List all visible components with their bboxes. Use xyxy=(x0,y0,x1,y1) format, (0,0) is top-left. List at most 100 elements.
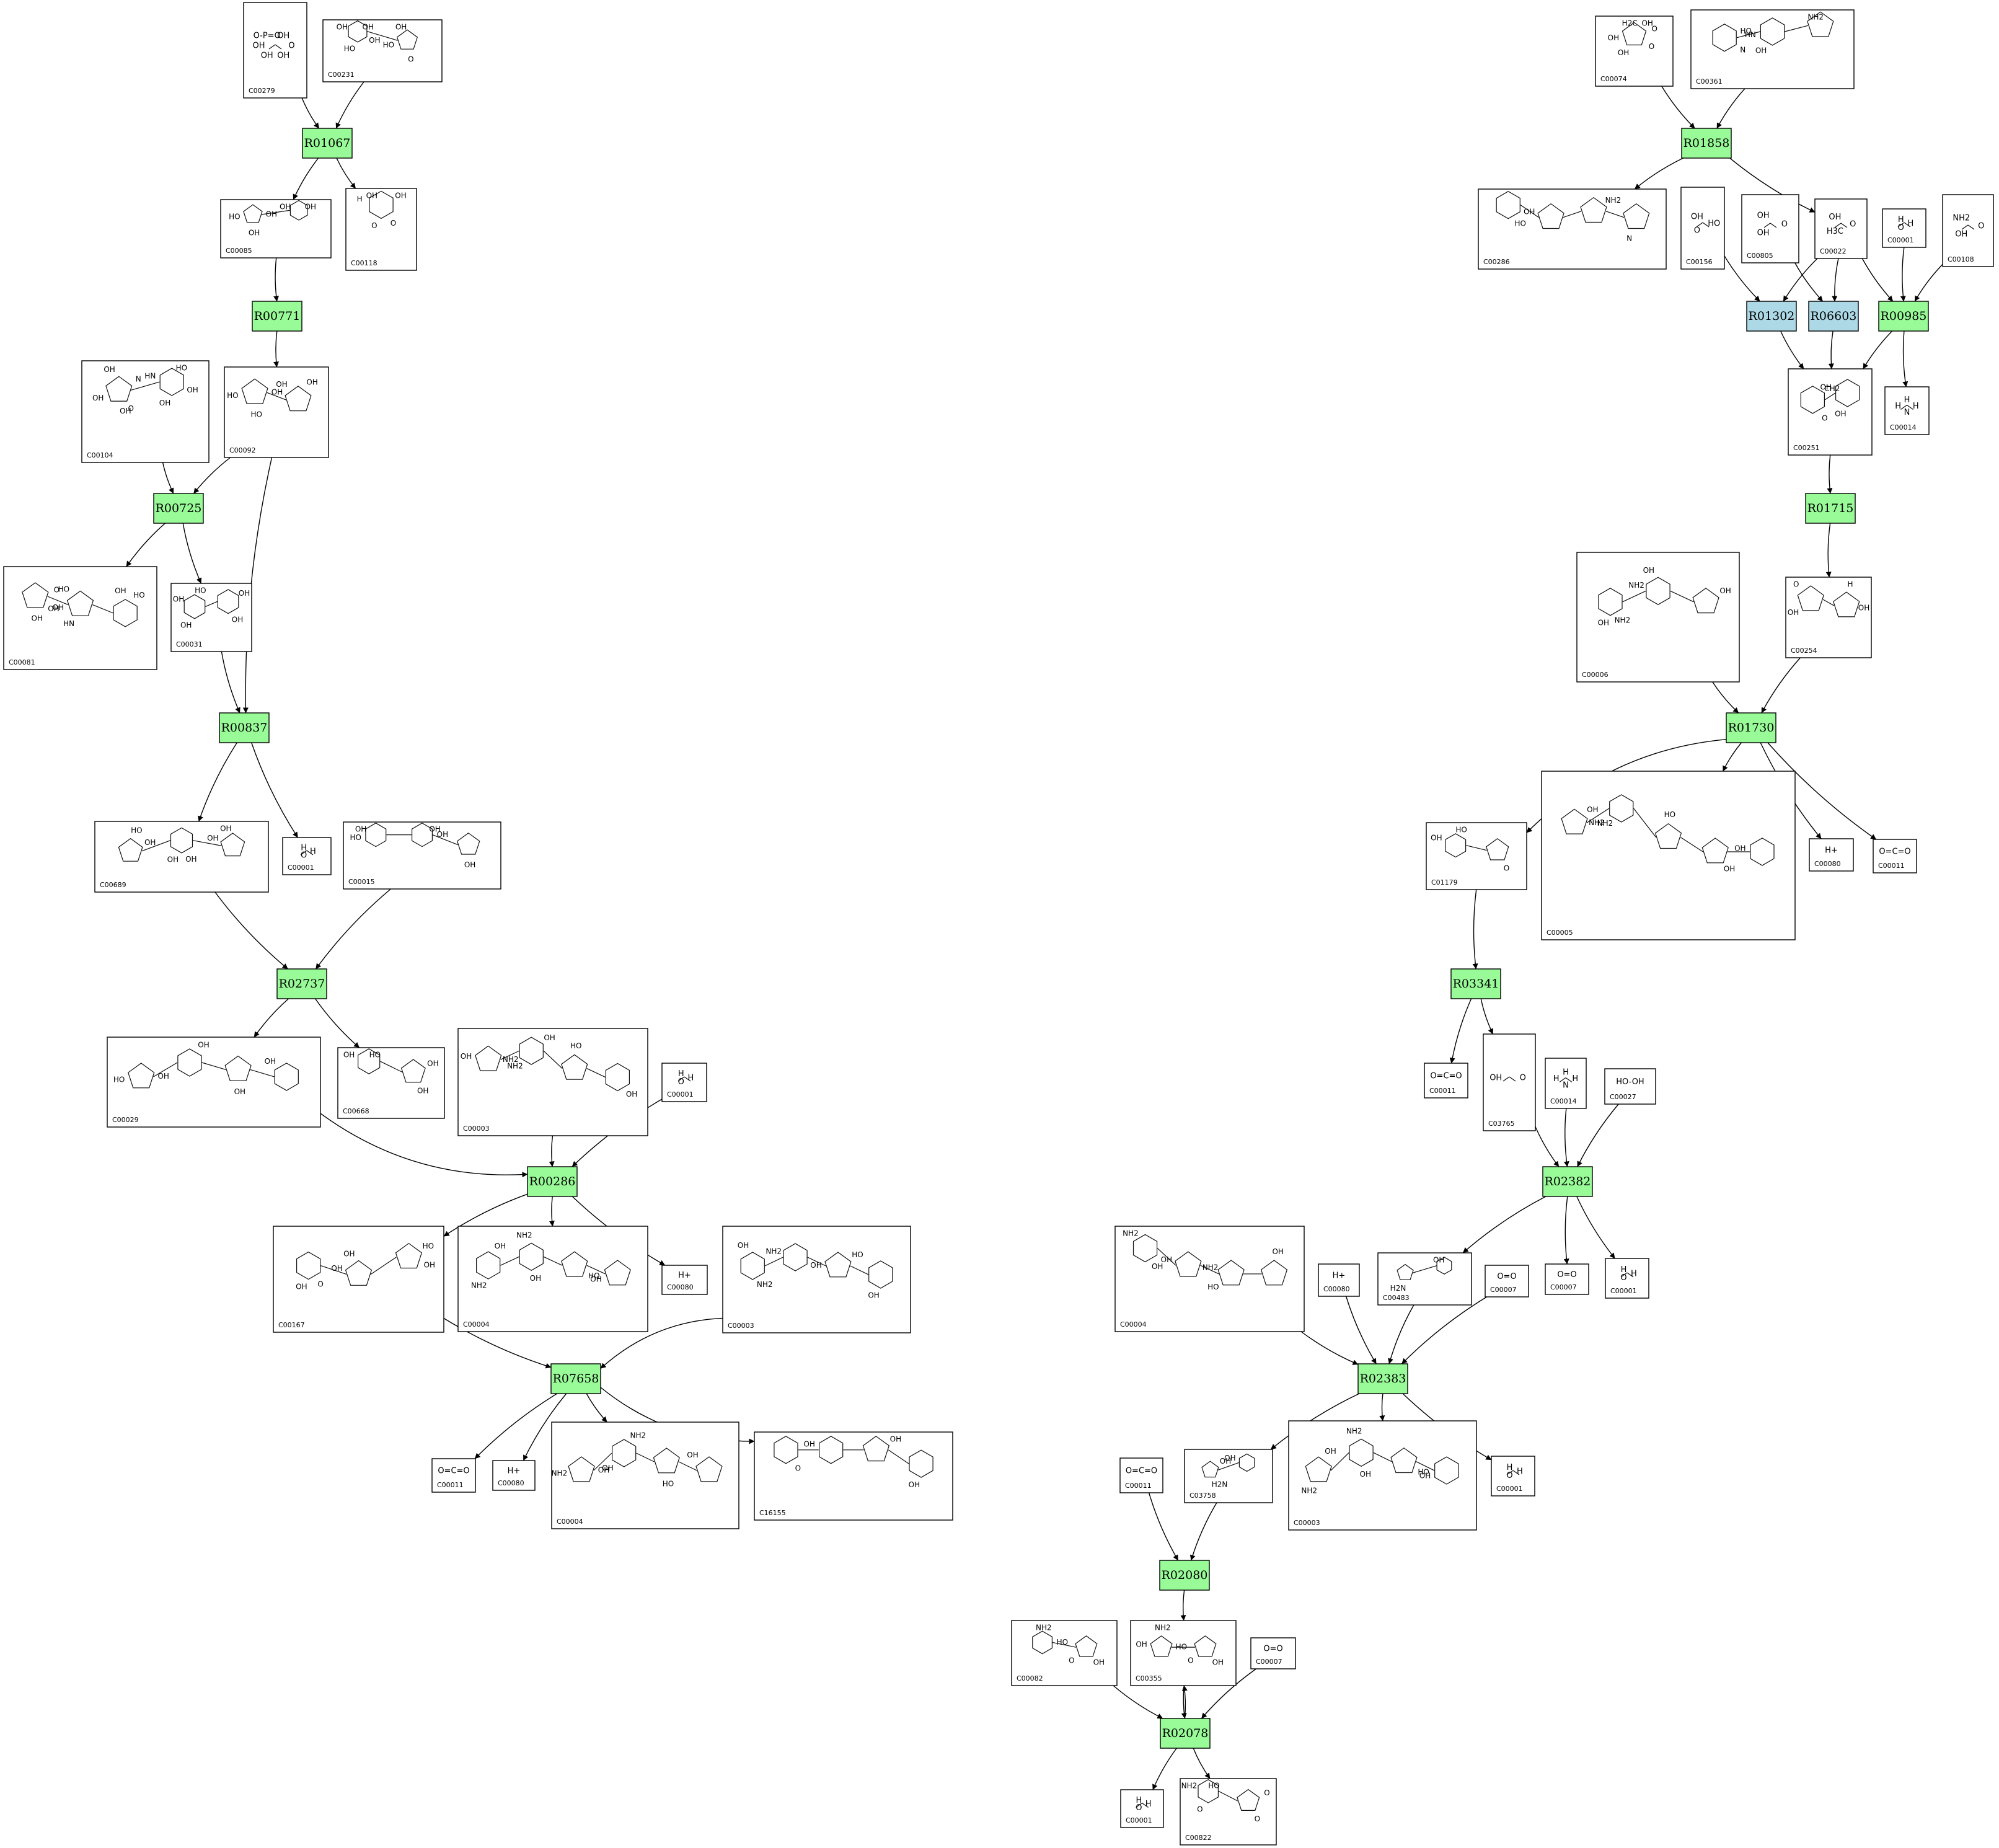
atom-label: O xyxy=(1850,220,1856,229)
reaction-node[interactable]: R01730 xyxy=(1726,712,1776,743)
atom-label: N xyxy=(1626,234,1632,242)
reaction-node[interactable]: R01067 xyxy=(302,128,353,159)
atom-label: OH xyxy=(530,1274,541,1283)
edge-arrow xyxy=(1563,1108,1569,1167)
reaction-node[interactable]: R01715 xyxy=(1805,493,1856,524)
atom-label: HO xyxy=(383,41,394,50)
edge-arrow xyxy=(182,523,202,584)
compound-id-label: C00029 xyxy=(112,1116,139,1124)
edge-arrow xyxy=(1761,657,1801,714)
compound-box xyxy=(1426,822,1527,890)
reaction-box xyxy=(1808,301,1859,332)
reaction-node[interactable]: R02383 xyxy=(1357,1363,1408,1394)
compound-node[interactable]: H+C00080 xyxy=(492,1460,536,1491)
compound-node[interactable]: H+C00080 xyxy=(1318,1263,1360,1297)
edge-arrow xyxy=(1780,330,1804,369)
atom-label: OH xyxy=(234,1087,245,1096)
atom-label: NH2 xyxy=(1628,581,1644,590)
reaction-node[interactable]: R02737 xyxy=(276,968,327,999)
atom-label: OH xyxy=(252,42,265,51)
compound-node[interactable]: H+C00080 xyxy=(661,1265,708,1295)
atom-label: OH xyxy=(1224,1454,1235,1462)
reaction-node[interactable]: R00985 xyxy=(1878,301,1929,332)
edge-arrow xyxy=(1563,1196,1569,1265)
reaction-node[interactable]: R06603 xyxy=(1808,301,1859,332)
compound-box xyxy=(1545,1058,1587,1109)
reaction-node[interactable]: R00725 xyxy=(153,493,204,524)
edge-arrow xyxy=(549,1135,555,1167)
reaction-node[interactable]: R02078 xyxy=(1160,1718,1211,1749)
reaction-node[interactable]: R01858 xyxy=(1681,128,1732,159)
reaction-node[interactable]: R03341 xyxy=(1450,968,1501,999)
reaction-node[interactable]: R01302 xyxy=(1746,301,1797,332)
reaction-node[interactable]: R00286 xyxy=(527,1166,578,1197)
compound-id-label: C00118 xyxy=(351,259,377,267)
reaction-node[interactable]: R00837 xyxy=(219,712,270,743)
atom-label: H+ xyxy=(1333,1271,1346,1281)
reaction-node[interactable]: R02080 xyxy=(1159,1560,1210,1591)
reaction-node[interactable]: R02382 xyxy=(1542,1166,1593,1197)
compound-node[interactable]: H+C00080 xyxy=(1809,838,1854,872)
reaction-box xyxy=(1681,128,1732,159)
atom-label: OH xyxy=(1691,213,1703,222)
reaction-node[interactable]: R00771 xyxy=(252,301,302,332)
reaction-node[interactable]: R07658 xyxy=(550,1363,601,1394)
